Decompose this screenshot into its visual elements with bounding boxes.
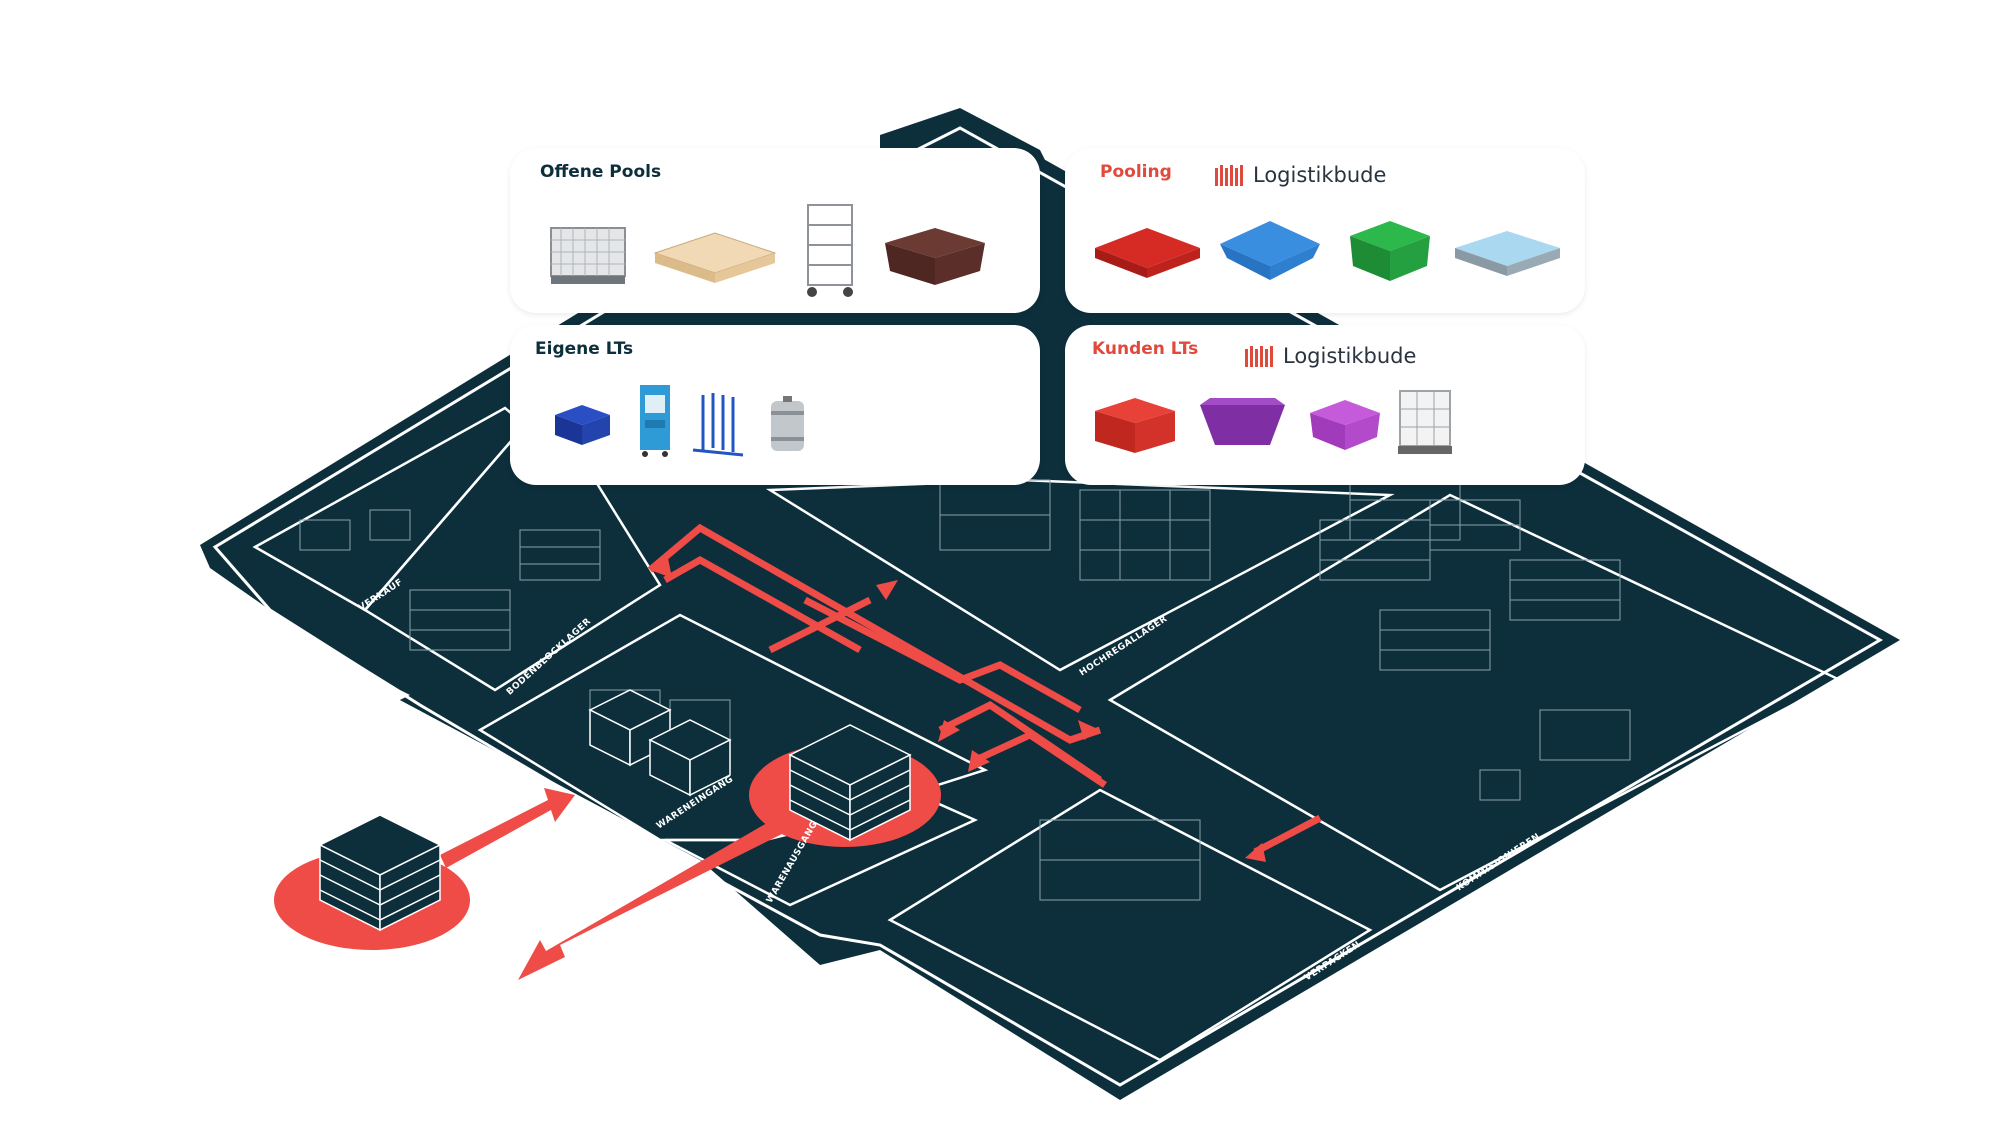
rollcontainer-icon	[807, 204, 853, 297]
logistikbude-logo-icon	[1215, 165, 1243, 186]
logistikbude-logo: Logistikbude	[1243, 343, 1416, 369]
purple-skip-icon	[1200, 398, 1285, 445]
outbound-arrow	[518, 805, 810, 980]
europalette-icon	[653, 232, 777, 283]
ibc-tank-icon	[1398, 390, 1452, 454]
card-offene-pools: Offene Pools	[510, 148, 1040, 313]
blue-cabinet-icon	[640, 385, 670, 457]
inbound-arrow	[440, 788, 575, 868]
card-eigene-lts: Eigene LTs	[510, 325, 1040, 485]
brand-name: Logistikbude	[1283, 344, 1417, 368]
glass-rack-icon	[692, 393, 744, 457]
logistikbude-logo-icon	[1245, 346, 1273, 367]
logistikbude-logo: Logistikbude	[1213, 162, 1386, 188]
card-title-pooling: Pooling	[1100, 162, 1172, 182]
red-pallet-icon	[1095, 228, 1200, 278]
card-title-kunden-lts: Kunden LTs	[1092, 339, 1199, 359]
shelving-lineart	[299, 479, 1631, 901]
arrow-heads	[650, 558, 1266, 862]
floor-annex	[400, 650, 880, 965]
brand-name: Logistikbude	[1253, 163, 1387, 187]
card-title-offene-pools: Offene Pools	[540, 162, 662, 182]
kunststoffkiste-icon	[885, 228, 985, 285]
blue-box-icon	[555, 405, 610, 445]
purple-crate-icon	[1310, 400, 1380, 450]
container-icon	[1095, 398, 1175, 453]
blue-plastic-pallet-icon	[1220, 221, 1320, 280]
green-crate-icon	[1350, 221, 1430, 281]
zone-bodenblocklager-outline	[363, 423, 662, 692]
light-blue-pallet-icon	[1455, 231, 1560, 276]
zone-kommisionieren-outline	[1107, 493, 1843, 892]
card-title-eigene-lts: Eigene LTs	[535, 339, 634, 359]
keg-icon	[771, 396, 804, 451]
gitterbox-icon	[550, 227, 626, 284]
zone-verpacken-outline	[887, 788, 1373, 1062]
pallet-stacks	[318, 689, 912, 932]
card-kunden-lts: Kunden LTs Logistikbude	[1065, 325, 1585, 485]
card-pooling: Pooling Logistikbude	[1065, 148, 1585, 313]
